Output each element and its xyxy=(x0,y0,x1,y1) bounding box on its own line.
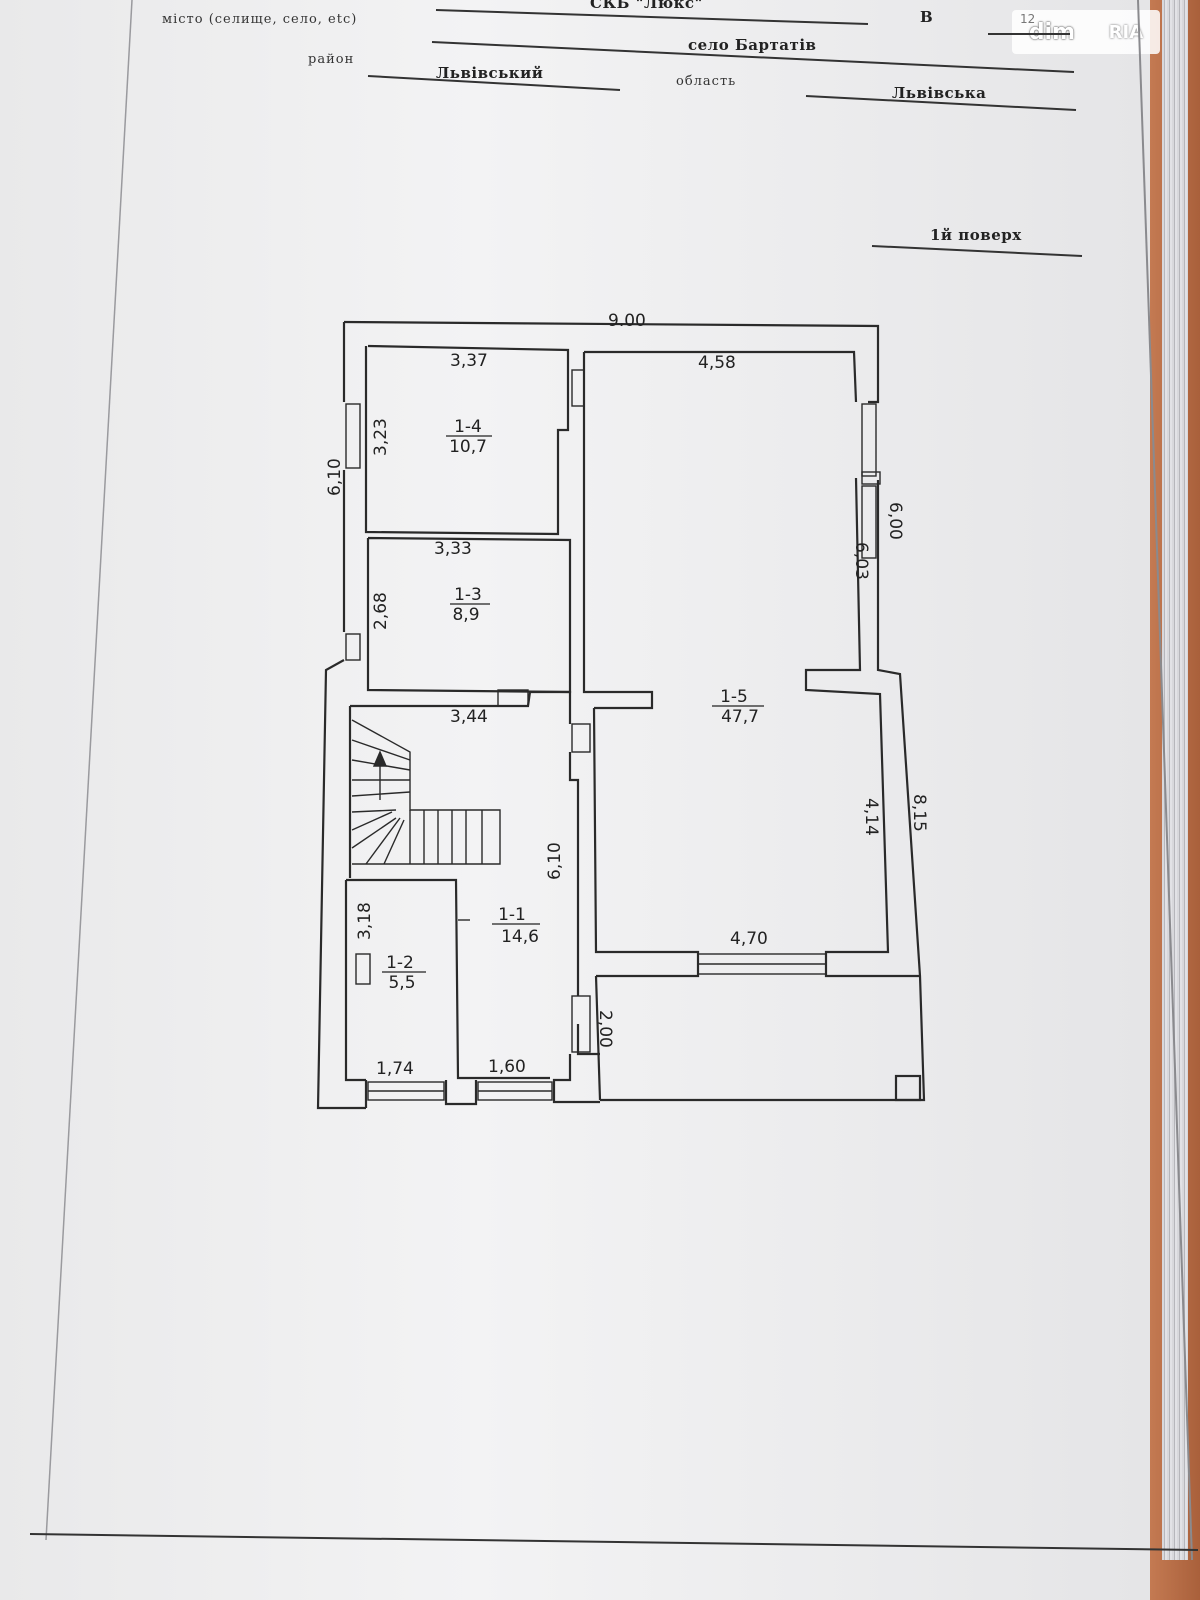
dim-overall-width: 9.00 xyxy=(608,311,646,331)
village-name: село Бартатів xyxy=(688,36,817,54)
letter-mark: В xyxy=(920,8,934,26)
room-13-id: 1-3 xyxy=(454,585,482,605)
dim-room-13-width: 3,33 xyxy=(434,539,472,559)
dim-room-14-width: 3,37 xyxy=(450,351,488,371)
room-15-id: 1-5 xyxy=(720,687,748,707)
dimension-labels: 9.00 3,37 4,58 3,33 3,44 4,70 1,74 1,60 … xyxy=(325,311,929,1079)
org-name: СКБ "Люкс" xyxy=(590,0,703,12)
dim-right-height-top: 6,00 xyxy=(885,502,905,540)
room-11-area: 14,6 xyxy=(501,927,539,947)
room-12-id: 1-2 xyxy=(386,953,414,973)
dim-room-11-width: 3,44 xyxy=(450,707,488,727)
walls xyxy=(316,320,926,1110)
windows xyxy=(345,369,881,1101)
room-labels: 1-4 10,7 1-3 8,9 1-5 47,7 1-1 14,6 1-2 5… xyxy=(382,417,764,993)
district-name: Львівський xyxy=(436,64,544,82)
dim-room-12-width: 1,74 xyxy=(376,1059,414,1079)
room-13-area: 8,9 xyxy=(452,605,479,625)
room-12-area: 5,5 xyxy=(388,973,415,993)
dim-room-12-height: 3,18 xyxy=(355,902,375,940)
page-margin-left xyxy=(45,0,133,1541)
dim-room-15-height-top: 6,03 xyxy=(851,542,871,580)
dim-room-13-height: 2,68 xyxy=(371,592,391,630)
city-label: місто (селище, село, etc) xyxy=(162,12,358,27)
room-15-area: 47,7 xyxy=(721,707,759,727)
watermark-ria: RIA xyxy=(1108,21,1144,43)
dim-room-15-width-bottom: 4,70 xyxy=(730,929,768,949)
dim-room-11-height: 6,10 xyxy=(545,842,565,880)
watermark-logo: 12 dim RIA xyxy=(1012,10,1160,54)
room-11-id: 1-1 xyxy=(498,905,526,925)
watermark-prefix: 12 xyxy=(1020,12,1036,26)
dim-room-11-width-bottom: 1,60 xyxy=(488,1057,526,1077)
room-14-area: 10,7 xyxy=(449,437,487,457)
floor-label: 1й поверх xyxy=(930,226,1022,244)
region-label: область xyxy=(676,74,737,89)
room-14-id: 1-4 xyxy=(454,417,482,437)
district-label: район xyxy=(308,52,355,67)
dim-room-14-height: 3,23 xyxy=(371,418,391,456)
dim-porch: 2,00 xyxy=(595,1010,615,1048)
watermark-dim: dim xyxy=(1028,19,1076,45)
dim-right-height-bottom: 8,15 xyxy=(909,794,929,832)
dim-room-15-width-top: 4,58 xyxy=(698,353,736,373)
header-rules xyxy=(367,9,1083,257)
page-margin-right xyxy=(1137,0,1193,1561)
region-name: Львівська xyxy=(892,84,987,102)
page-bottom-rule xyxy=(29,1533,1199,1551)
dim-room-15-height-bottom: 4,14 xyxy=(861,798,881,836)
staircase-icon xyxy=(351,719,501,865)
dim-left-height: 6,10 xyxy=(325,458,345,496)
